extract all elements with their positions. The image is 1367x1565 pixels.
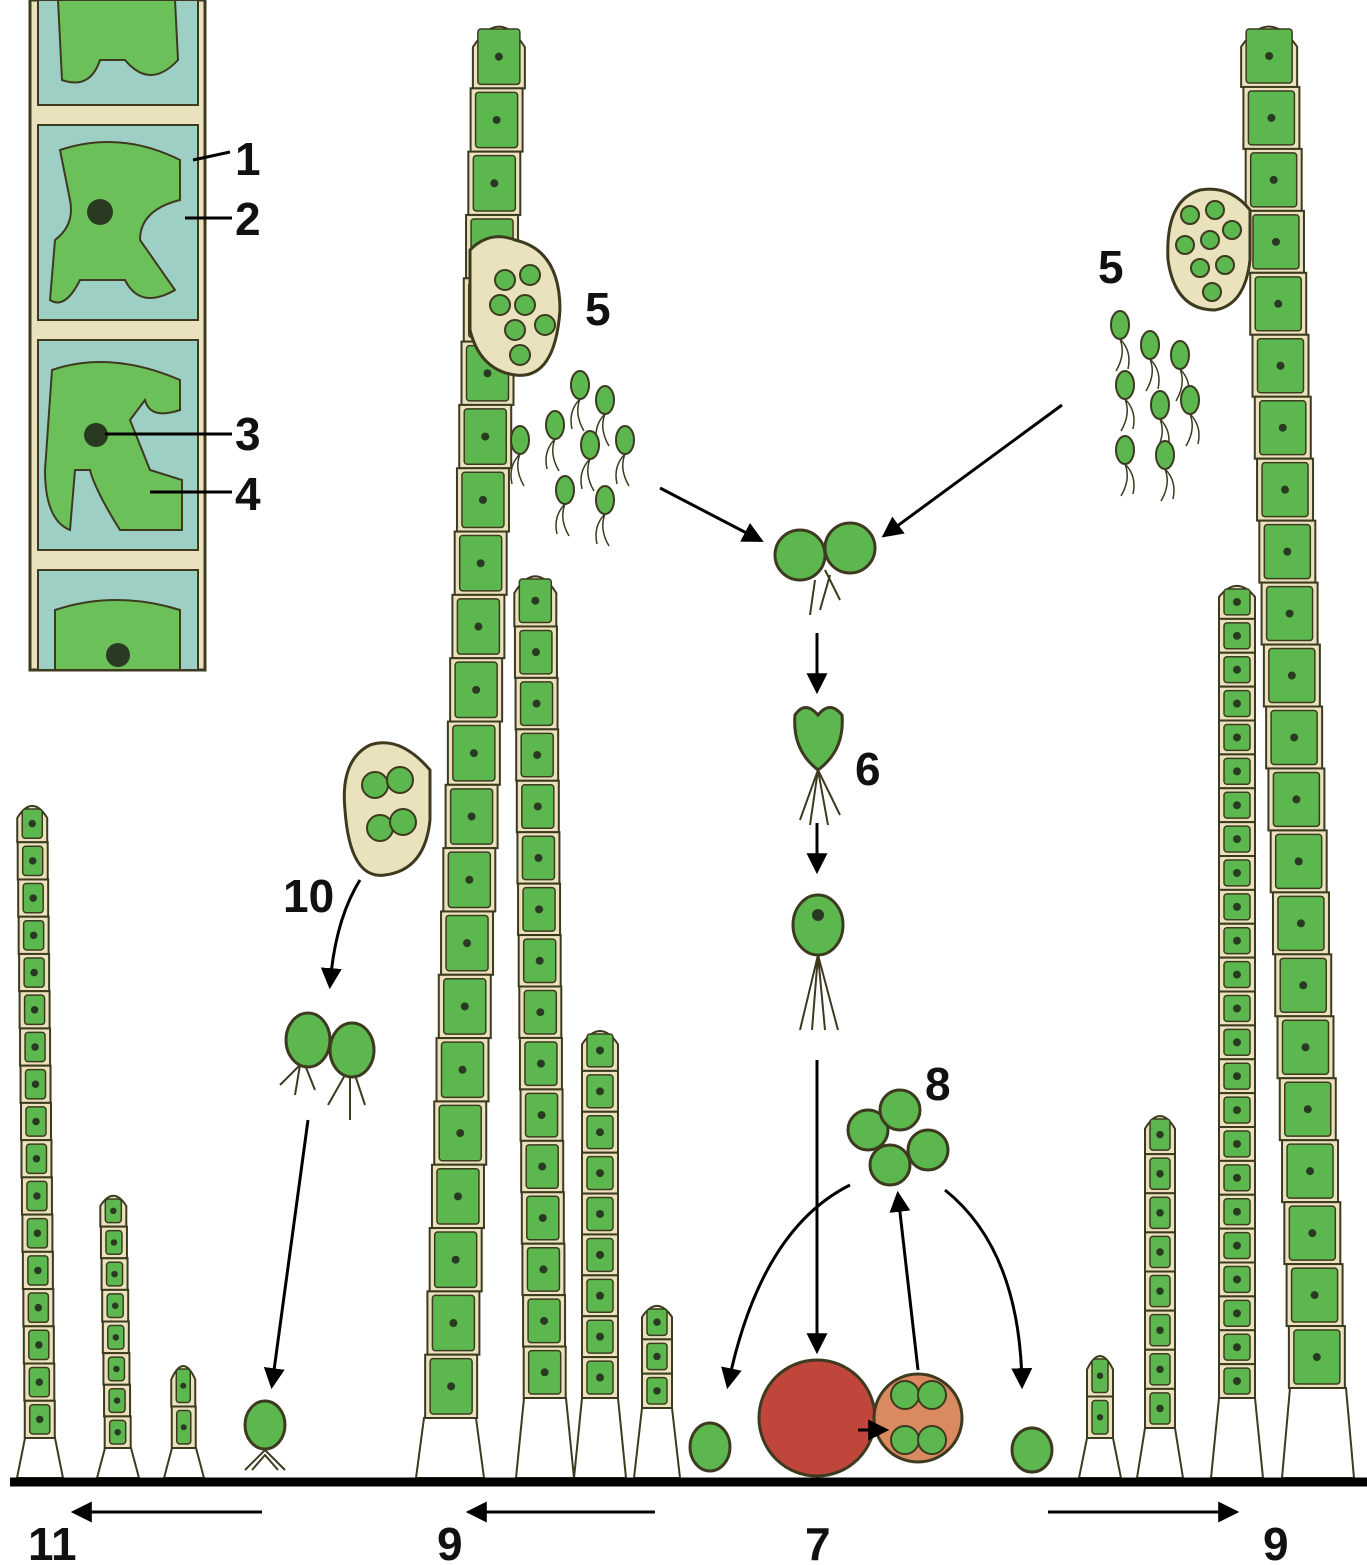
gamete (511, 426, 529, 486)
gamete (1141, 331, 1159, 391)
filament-right-small-1 (1079, 1356, 1121, 1478)
filament-mid-2 (574, 1031, 626, 1478)
filament-left-3 (164, 1366, 204, 1478)
zoosporangium (344, 743, 430, 876)
label-11: 11 (28, 1518, 77, 1565)
gamete (596, 386, 614, 446)
arrow-gametes-left (660, 488, 760, 540)
cell-detail-inset: 1 2 3 4 (30, 0, 261, 670)
label-7: 7 (805, 1518, 831, 1565)
arrow-meiospore-left (728, 1185, 850, 1385)
gamete (571, 371, 589, 431)
label-1: 1 (235, 133, 261, 185)
gamete (616, 426, 634, 486)
label-8: 8 (925, 1058, 951, 1110)
label-4: 4 (235, 468, 261, 520)
nucleus (87, 199, 113, 225)
zygote-stage-6 (795, 708, 843, 826)
gamete (556, 476, 574, 536)
label-5-right: 5 (1098, 241, 1124, 293)
filament-left-2 (97, 1196, 139, 1478)
zoospores-10 (280, 1013, 374, 1120)
planozygote (793, 895, 843, 1030)
gamete (1111, 311, 1129, 371)
arrow-release (898, 1195, 918, 1370)
gamete (1116, 436, 1134, 496)
filament-right-tall (1211, 586, 1263, 1478)
gamete (596, 486, 614, 546)
arrow-gametes-right (885, 405, 1062, 535)
gamete (546, 411, 564, 471)
fusing-gametes (775, 523, 875, 615)
resting-zygote (759, 1360, 875, 1476)
filament-far-left (17, 806, 63, 1478)
germinating-zygote (874, 1374, 962, 1462)
nucleus (84, 423, 108, 447)
label-5-left: 5 (585, 283, 611, 335)
arrow-zoospore-settle (272, 1120, 308, 1385)
gametes (511, 311, 1199, 546)
filament-mid-3 (634, 1306, 680, 1478)
gametangium-right (1168, 189, 1250, 310)
label-9-left: 9 (437, 1518, 463, 1565)
label-9-right: 9 (1263, 1518, 1289, 1565)
gametangium-left (470, 237, 560, 376)
filaments (17, 27, 1354, 1478)
gamete (1181, 386, 1199, 446)
gamete (1116, 371, 1134, 431)
filament-mid-1 (514, 576, 574, 1478)
filament-right-small-2 (1137, 1116, 1183, 1478)
label-6: 6 (855, 743, 881, 795)
label-10: 10 (283, 870, 334, 922)
gamete (581, 431, 599, 491)
label-2: 2 (235, 193, 261, 245)
filament-main-right (1241, 27, 1354, 1478)
label-3: 3 (235, 408, 261, 460)
arrow-zoospore-release (330, 880, 360, 985)
arrow-meiospore-right (945, 1190, 1022, 1385)
gamete (1156, 441, 1174, 501)
